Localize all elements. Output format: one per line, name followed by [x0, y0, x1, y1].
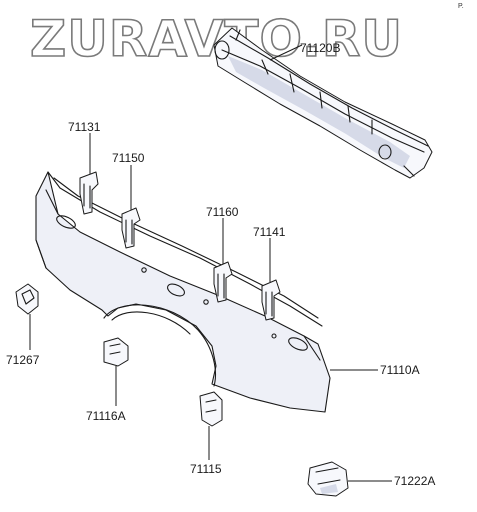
clip-71267 — [15, 283, 39, 315]
label-71160: 71160 — [206, 205, 239, 219]
bracket-71116a — [103, 337, 129, 367]
rear-bumper-71110a — [35, 171, 331, 413]
corner-mark: P. — [458, 3, 464, 10]
bracket-71222a — [307, 461, 349, 497]
label-71267: 71267 — [6, 353, 40, 367]
leader-lines — [29, 44, 392, 482]
label-71150: 71150 — [112, 151, 145, 165]
label-71222a: 71222A — [394, 474, 435, 488]
bracket-71141 — [261, 279, 281, 321]
label-71141: 71141 — [253, 225, 286, 239]
label-71110a: 71110A — [380, 363, 420, 377]
bracket-71160 — [213, 261, 233, 303]
bracket-71131 — [79, 171, 99, 215]
bracket-71150 — [121, 207, 141, 249]
label-71120b: 71120B — [300, 41, 340, 55]
label-71131: 71131 — [68, 120, 101, 134]
bracket-71115 — [199, 391, 223, 427]
label-71115: 71115 — [190, 462, 222, 476]
label-71116a: 71116A — [86, 409, 126, 423]
watermark-text: ZURAVTO.RU — [30, 10, 403, 68]
cowl-cross-member-71120b — [213, 27, 433, 179]
